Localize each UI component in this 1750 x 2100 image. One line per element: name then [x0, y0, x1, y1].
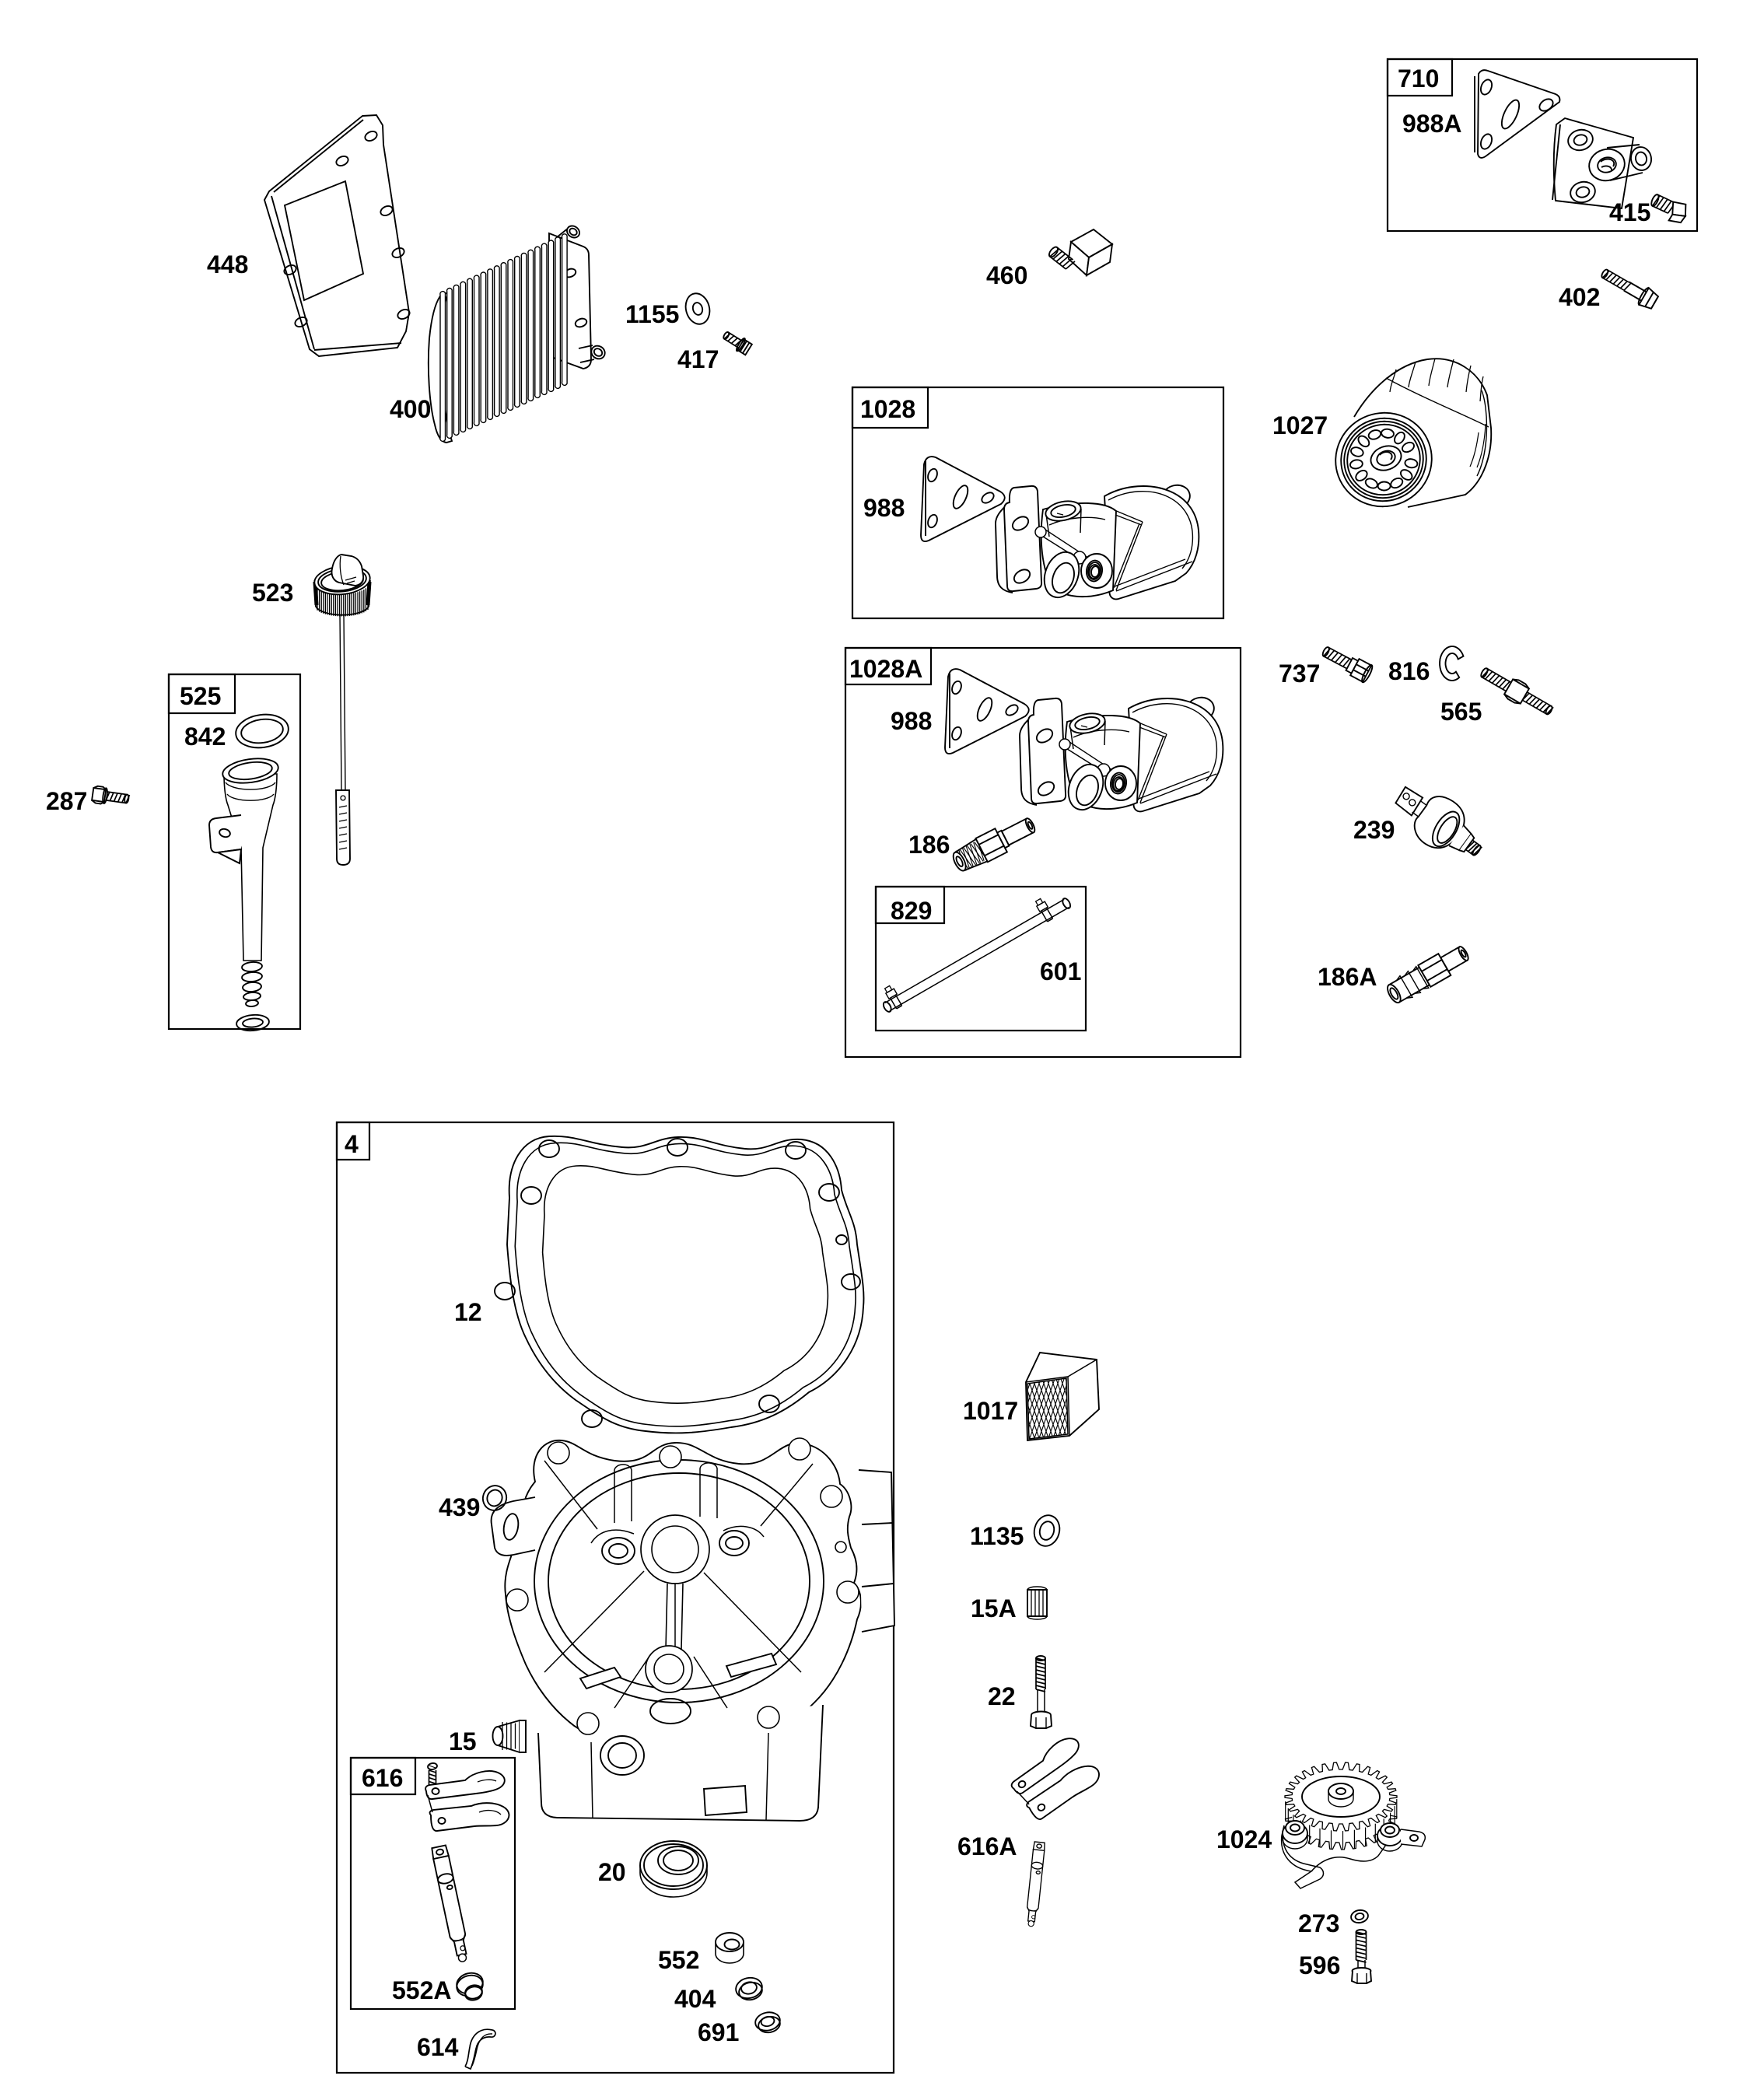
- svg-text:4: 4: [345, 1130, 359, 1158]
- svg-text:15A: 15A: [971, 1594, 1017, 1622]
- svg-text:1135: 1135: [970, 1522, 1024, 1550]
- svg-text:1028: 1028: [860, 395, 915, 423]
- svg-text:439: 439: [439, 1493, 480, 1521]
- svg-text:737: 737: [1279, 660, 1320, 688]
- svg-text:400: 400: [390, 395, 431, 423]
- svg-text:616: 616: [362, 1764, 403, 1792]
- svg-text:460: 460: [986, 261, 1027, 289]
- svg-text:1027: 1027: [1272, 411, 1328, 439]
- svg-text:448: 448: [207, 250, 248, 278]
- svg-text:988: 988: [891, 707, 932, 735]
- svg-text:273: 273: [1298, 1909, 1339, 1937]
- svg-text:710: 710: [1398, 65, 1439, 93]
- svg-text:552A: 552A: [392, 1976, 452, 2004]
- svg-text:1024: 1024: [1216, 1825, 1272, 1853]
- svg-text:565: 565: [1440, 698, 1482, 726]
- svg-text:816: 816: [1388, 657, 1430, 685]
- svg-text:616A: 616A: [957, 1832, 1017, 1860]
- svg-text:15: 15: [449, 1727, 477, 1755]
- svg-text:525: 525: [180, 682, 221, 710]
- svg-text:552: 552: [658, 1946, 699, 1974]
- svg-text:691: 691: [698, 2018, 739, 2046]
- svg-text:988: 988: [863, 494, 905, 522]
- svg-text:20: 20: [598, 1858, 626, 1886]
- svg-text:596: 596: [1299, 1951, 1340, 1979]
- svg-text:22: 22: [988, 1682, 1016, 1710]
- svg-text:829: 829: [891, 897, 932, 925]
- svg-text:415: 415: [1609, 198, 1650, 226]
- svg-text:1028A: 1028A: [849, 655, 922, 683]
- svg-text:1017: 1017: [963, 1397, 1018, 1425]
- svg-text:404: 404: [674, 1985, 716, 2013]
- svg-text:523: 523: [252, 579, 293, 607]
- svg-text:614: 614: [417, 2033, 459, 2061]
- svg-text:1155: 1155: [625, 300, 679, 328]
- svg-text:842: 842: [184, 723, 226, 751]
- svg-text:417: 417: [677, 345, 719, 373]
- svg-text:287: 287: [46, 787, 87, 815]
- svg-text:186: 186: [908, 831, 950, 859]
- svg-text:12: 12: [454, 1298, 482, 1326]
- svg-text:186A: 186A: [1318, 963, 1377, 991]
- svg-text:239: 239: [1353, 816, 1395, 844]
- svg-text:601: 601: [1040, 957, 1081, 985]
- svg-text:402: 402: [1559, 283, 1600, 311]
- svg-text:988A: 988A: [1402, 110, 1462, 138]
